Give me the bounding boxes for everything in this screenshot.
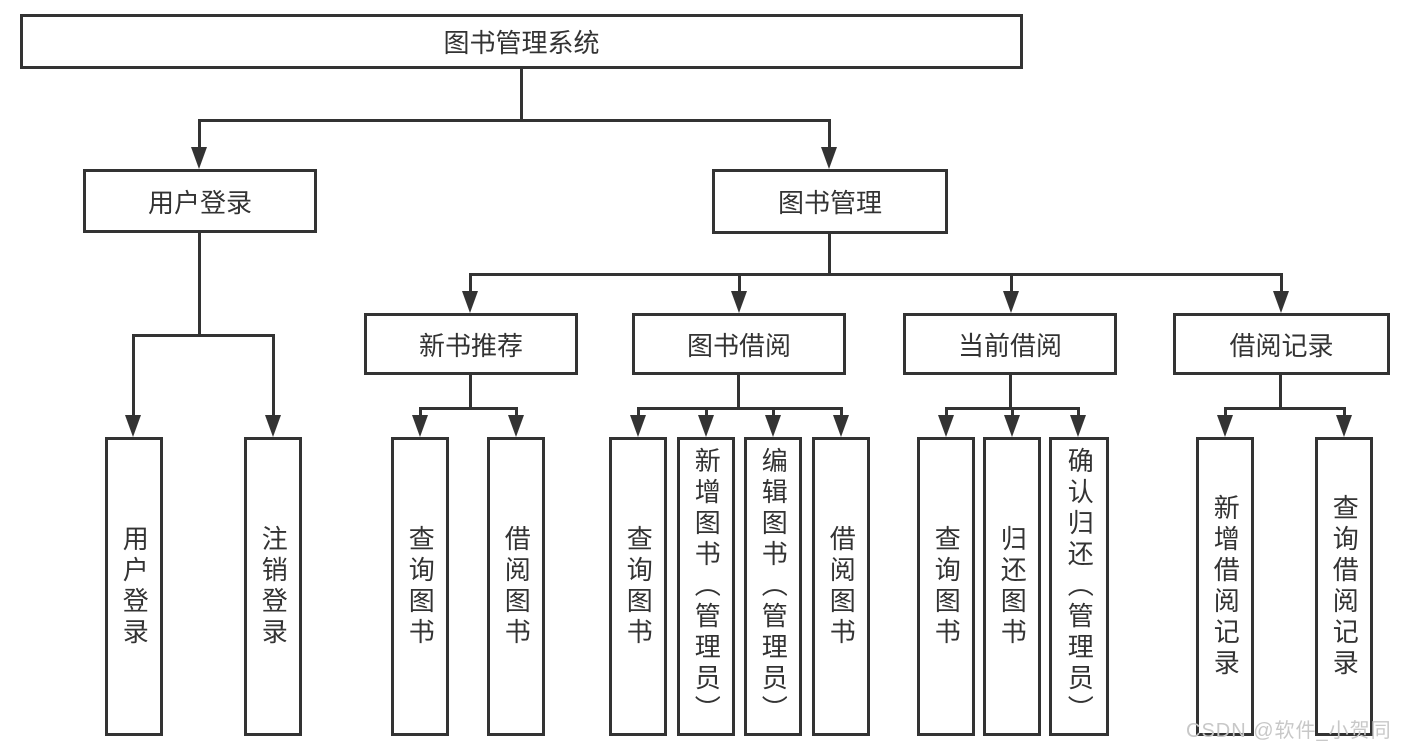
connector-line [1343, 407, 1346, 417]
arrowhead-icon [125, 415, 141, 437]
connector-line [198, 119, 201, 149]
connector-line [1225, 407, 1345, 410]
arrowhead-icon [508, 415, 524, 437]
arrowhead-icon [833, 415, 849, 437]
connector-line [772, 407, 775, 417]
connector-line [828, 234, 831, 273]
leaf-label: 查询借阅记录 [1329, 493, 1360, 680]
leaf-label: 确认归还（管理员） [1064, 447, 1095, 726]
connector-line [133, 334, 274, 337]
leaf-label: 归还图书 [997, 524, 1028, 649]
connector-line [828, 119, 831, 149]
arrowhead-icon [1273, 291, 1289, 313]
node-library-management-system: 图书管理系统 [20, 14, 1023, 69]
connector-line [738, 273, 741, 293]
arrowhead-icon [1217, 415, 1233, 437]
leaf-return-books: 归还图书 [983, 437, 1041, 736]
arrowhead-icon [1003, 291, 1019, 313]
arrowhead-icon [938, 415, 954, 437]
connector-line [132, 334, 135, 417]
connector-line [637, 407, 640, 417]
connector-line [1279, 375, 1282, 407]
connector-line [199, 119, 830, 122]
watermark: CSDN @软件_小贺同学 [1186, 720, 1392, 742]
arrowhead-icon [731, 291, 747, 313]
arrowhead-icon [462, 291, 478, 313]
leaf-user-login: 用户登录 [105, 437, 163, 736]
leaf-label: 新增借阅记录 [1210, 493, 1241, 680]
connector-line [638, 407, 842, 410]
leaf-query-books-borrowing: 查询图书 [609, 437, 667, 736]
leaf-label: 注销登录 [258, 524, 289, 649]
arrowhead-icon [191, 147, 207, 169]
connector-line [419, 407, 422, 417]
leaf-borrow-books-recommend: 借阅图书 [487, 437, 545, 736]
connector-line [469, 375, 472, 407]
leaf-label: 借阅图书 [501, 524, 532, 649]
connector-line [1009, 375, 1012, 407]
connector-line [1280, 273, 1283, 293]
connector-line [520, 69, 523, 119]
node-new-book-recommendation: 新书推荐 [364, 313, 578, 375]
arrowhead-icon [1070, 415, 1086, 437]
connector-line [420, 407, 517, 410]
leaf-label: 查询图书 [931, 524, 962, 649]
connector-line [945, 407, 948, 417]
arrowhead-icon [265, 415, 281, 437]
connector-line [515, 407, 518, 417]
connector-line [1010, 273, 1013, 293]
arrowhead-icon [821, 147, 837, 169]
connector-line [272, 334, 275, 417]
leaf-query-borrow-record: 查询借阅记录 [1315, 437, 1373, 736]
leaf-query-books-current: 查询图书 [917, 437, 975, 736]
connector-line [705, 407, 708, 417]
connector-line [1224, 407, 1227, 417]
node-book-management: 图书管理 [712, 169, 948, 234]
leaf-label: 用户登录 [119, 524, 150, 649]
connector-line [1011, 407, 1014, 417]
node-current-borrowing: 当前借阅 [903, 313, 1117, 375]
arrowhead-icon [1004, 415, 1020, 437]
arrowhead-icon [765, 415, 781, 437]
leaf-label: 新增图书（管理员） [691, 447, 722, 726]
leaf-label: 查询图书 [405, 524, 436, 649]
arrowhead-icon [412, 415, 428, 437]
connector-line [1077, 407, 1080, 417]
leaf-label: 借阅图书 [826, 524, 857, 649]
leaf-confirm-return-admin: 确认归还（管理员） [1049, 437, 1109, 736]
connector-line [470, 273, 1281, 276]
arrowhead-icon [698, 415, 714, 437]
leaf-borrow-books-borrowing: 借阅图书 [812, 437, 870, 736]
node-borrowing-records: 借阅记录 [1173, 313, 1390, 375]
connector-line [840, 407, 843, 417]
connector-line [198, 233, 201, 334]
node-book-borrowing: 图书借阅 [632, 313, 846, 375]
arrowhead-icon [1336, 415, 1352, 437]
leaf-query-books-recommend: 查询图书 [391, 437, 449, 736]
leaf-add-book-admin: 新增图书（管理员） [677, 437, 735, 736]
leaf-label: 查询图书 [623, 524, 654, 649]
leaf-add-borrow-record: 新增借阅记录 [1196, 437, 1254, 736]
leaf-edit-book-admin: 编辑图书（管理员） [744, 437, 802, 736]
connector-line [737, 375, 740, 407]
arrowhead-icon [630, 415, 646, 437]
node-user-login: 用户登录 [83, 169, 317, 233]
connector-line [469, 273, 472, 293]
leaf-logout: 注销登录 [244, 437, 302, 736]
leaf-label: 编辑图书（管理员） [758, 447, 789, 726]
